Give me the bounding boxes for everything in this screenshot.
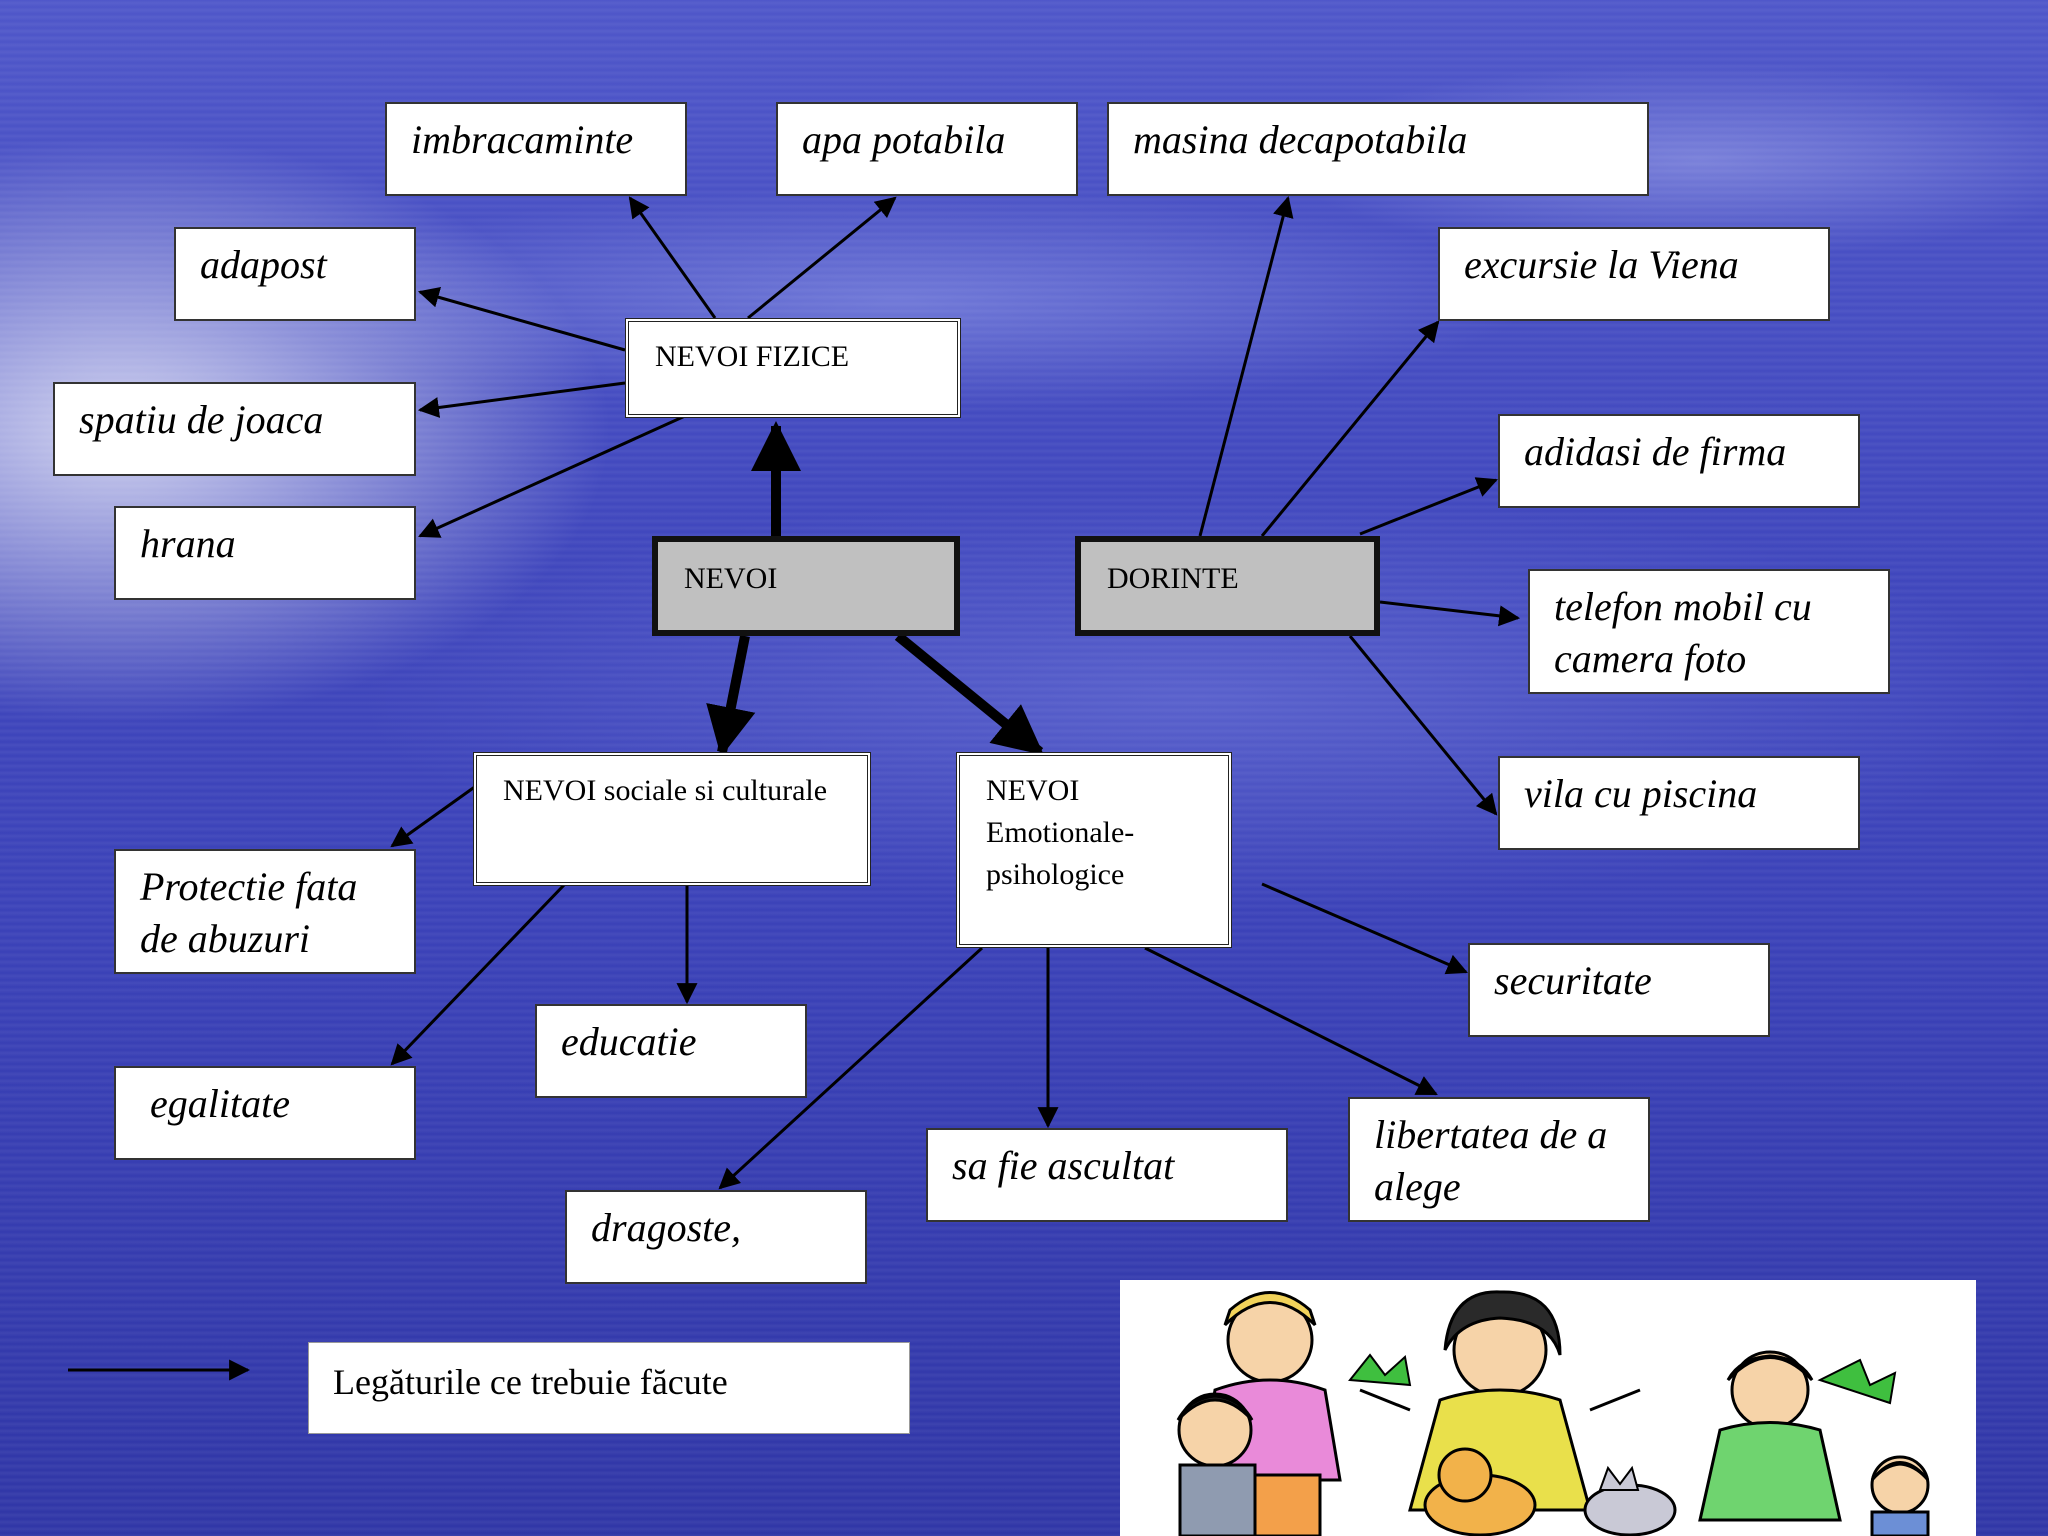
leaf-egalitate-label: egalitate [150,1081,290,1126]
leaf-educatie: educatie [535,1004,807,1098]
arrow-fizice-adapost [417,287,626,352]
arrow-sociale-egalitate [390,882,567,1066]
leaf-apa-potabila-label: apa potabila [802,117,1006,162]
leaf-sa-fie-ascultat-label: sa fie ascultat [952,1143,1175,1188]
children-clipart-icon [1120,1280,1976,1536]
leaf-hrana-label: hrana [140,521,236,566]
leaf-libertatea-de-a-alege: libertatea de a alege [1348,1097,1650,1222]
nevoi-box: NEVOI [652,536,960,636]
leaf-spatiu-de-joaca: spatiu de joaca [53,382,416,476]
arrow-fizice-imbracaminte [628,196,717,319]
leaf-imbracaminte: imbracaminte [385,102,687,196]
arrow-fizice-spatiu [417,381,626,418]
leaf-egalitate: egalitate [114,1066,416,1160]
leaf-adapost: adapost [174,227,416,321]
nevoi-emotionale-label: NEVOI Emotionale-psihologice [986,774,1135,891]
leaf-educatie-label: educatie [561,1019,697,1064]
leaf-adidasi-de-firma-label: adidasi de firma [1524,429,1787,474]
arrow-nevoi-emotionale [894,632,1044,756]
leaf-adapost-label: adapost [200,242,327,287]
arrow-dorinte-vila [1348,635,1498,816]
nevoi-fizice-label: NEVOI FIZICE [655,340,850,373]
leaf-apa-potabila: apa potabila [776,102,1078,196]
arrow-emotionale-libertatea [1144,946,1438,1096]
leaf-vila-cu-piscina-label: vila cu piscina [1524,771,1758,816]
legend-box: Legăturile ce trebuie făcute [308,1342,910,1434]
arrow-sociale-protectie [390,784,477,848]
leaf-protectie-label: Protectie fata de abuzuri [140,864,358,961]
leaf-securitate: securitate [1468,943,1770,1037]
nevoi-emotionale-box: NEVOI Emotionale-psihologice [956,752,1232,948]
leaf-imbracaminte-label: imbracaminte [411,117,634,162]
arrow-dorinte-telefon [1379,600,1521,627]
leaf-libertatea-de-a-alege-label: libertatea de a alege [1374,1112,1608,1209]
arrow-fizice-hrana [418,414,686,538]
leaf-excursie-la-viena-label: excursie la Viena [1464,242,1739,287]
nevoi-sociale-box: NEVOI sociale si culturale [473,752,871,886]
arrow-emotionale-dragoste [718,946,984,1190]
leaf-dragoste: dragoste, [565,1190,867,1284]
nevoi-sociale-label: NEVOI sociale si culturale [503,774,828,807]
leaf-adidasi-de-firma: adidasi de firma [1498,414,1860,508]
nevoi-fizice-box: NEVOI FIZICE [625,318,961,418]
leaf-excursie-la-viena: excursie la Viena [1438,227,1830,321]
arrow-dorinte-masina [1198,195,1294,537]
leaf-telefon-mobil: telefon mobil cu camera foto [1528,569,1890,694]
arrow-dorinte-excursie [1260,320,1440,537]
leaf-spatiu-de-joaca-label: spatiu de joaca [79,397,324,442]
leaf-telefon-mobil-label: telefon mobil cu camera foto [1554,584,1812,681]
leaf-masina-decapotabila-label: masina decapotabila [1133,117,1468,162]
leaf-vila-cu-piscina: vila cu piscina [1498,756,1860,850]
leaf-sa-fie-ascultat: sa fie ascultat [926,1128,1288,1222]
leaf-hrana: hrana [114,506,416,600]
leaf-masina-decapotabila: masina decapotabila [1107,102,1649,196]
leaf-protectie: Protectie fata de abuzuri [114,849,416,974]
legend-label: Legăturile ce trebuie făcute [333,1362,728,1402]
arrow-dorinte-adidasi [1359,477,1498,536]
dorinte-box: DORINTE [1075,536,1380,636]
arrow-emotionale-securitate [1261,882,1468,975]
arrow-nevoi-sociale [706,635,756,757]
leaf-securitate-label: securitate [1494,958,1652,1003]
nevoi-label: NEVOI [684,562,778,595]
arrow-fizice-apa [747,196,897,320]
dorinte-label: DORINTE [1107,562,1239,595]
leaf-dragoste-label: dragoste, [591,1205,741,1250]
